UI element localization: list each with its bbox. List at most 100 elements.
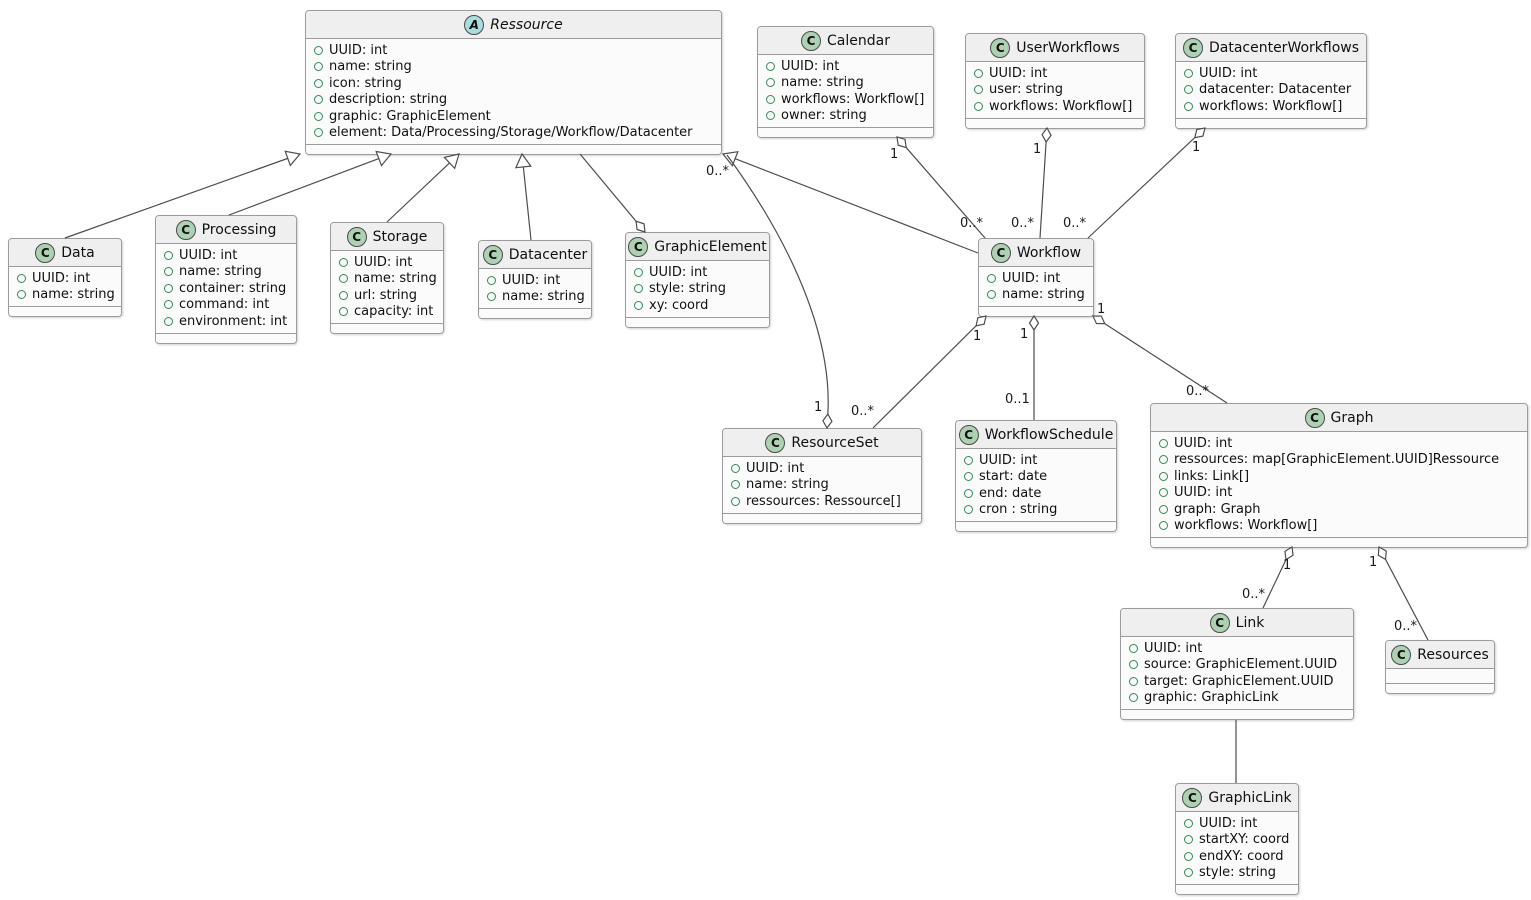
attribute-text: source: GraphicElement.UUID	[1144, 657, 1338, 673]
class-stereotype-icon: C	[1209, 612, 1230, 633]
attribute-text: icon: string	[329, 75, 402, 91]
attribute-row: UUID: int	[728, 460, 913, 477]
attribute-text: url: string	[354, 287, 418, 303]
calendar-aggregates-workflow	[905, 147, 986, 239]
attribute-text: UUID: int	[329, 42, 388, 58]
ressource-graphicelement-aggregation	[579, 153, 637, 222]
field-visibility-icon	[164, 283, 173, 293]
multiplicity-label: 1	[1369, 555, 1377, 570]
attribute-text: element: Data/Processing/Storage/Workflo…	[329, 125, 693, 141]
attribute-text: workflows: Workflow[]	[989, 98, 1133, 114]
multiplicity-label: 0..*	[851, 404, 875, 419]
attribute-text: ressources: Ressource[]	[746, 493, 901, 509]
field-visibility-icon	[1159, 488, 1168, 498]
field-visibility-icon	[314, 62, 323, 72]
field-visibility-icon	[487, 275, 496, 285]
multiplicity-label: 0..*	[1242, 587, 1266, 602]
field-visibility-icon	[1184, 85, 1193, 95]
multiplicity-label: 0..*	[1186, 384, 1210, 399]
attribute-row: name: string	[311, 59, 713, 76]
field-visibility-icon	[1159, 471, 1168, 481]
aggregation-diamond-icon	[1193, 127, 1206, 139]
class-name: Resources	[1417, 646, 1489, 663]
aggregation-diamond-icon	[896, 136, 907, 149]
attribute-text: workflows: Workflow[]	[1174, 518, 1318, 534]
attribute-row: xy: coord	[631, 297, 761, 314]
attribute-text: ressources: map[GraphicElement.UUID]Ress…	[1174, 452, 1500, 468]
methods-compartment	[1151, 537, 1527, 547]
attribute-text: name: string	[354, 271, 437, 287]
attribute-text: end: date	[979, 485, 1042, 501]
multiplicity-label: 0..*	[1063, 216, 1087, 231]
field-visibility-icon	[1184, 868, 1193, 878]
methods-compartment	[1176, 117, 1366, 128]
class-stereotype-icon: C	[175, 219, 196, 240]
class-name: WorkflowSchedule	[984, 426, 1114, 443]
class-name: Link	[1235, 614, 1265, 631]
attribute-row: icon: string	[311, 75, 713, 92]
attribute-row: container: string	[161, 280, 288, 297]
field-visibility-icon	[1184, 101, 1193, 111]
attribute-row: UUID: int	[1181, 65, 1358, 82]
attribute-row: UUID: int	[763, 58, 925, 75]
class-stereotype-icon: C	[1182, 787, 1203, 808]
class-name: Calendar	[827, 32, 890, 49]
field-visibility-icon	[974, 101, 983, 111]
multiplicity-label: 1	[1283, 558, 1291, 573]
class-stereotype-icon: C	[990, 37, 1011, 58]
field-visibility-icon	[766, 78, 775, 88]
multiplicity-label: 1	[1033, 142, 1041, 157]
field-visibility-icon	[17, 290, 26, 300]
aggregation-diamond-icon	[1284, 545, 1294, 561]
class-name: GraphicLink	[1208, 789, 1292, 806]
processing-extends-ressource	[228, 158, 380, 216]
field-visibility-icon	[1129, 660, 1138, 670]
attribute-text: name: string	[179, 264, 262, 280]
attribute-text: UUID: int	[32, 270, 91, 286]
attribute-text: target: GraphicElement.UUID	[1144, 673, 1334, 689]
attribute-row: ressources: map[GraphicElement.UUID]Ress…	[1156, 452, 1519, 469]
field-visibility-icon	[731, 496, 740, 506]
attribute-text: UUID: int	[354, 254, 413, 270]
attributes-compartment: UUID: int ressources: map[GraphicElement.…	[1151, 432, 1527, 537]
attribute-row: UUID: int	[1156, 485, 1519, 502]
attribute-row: UUID: int	[484, 272, 583, 289]
attribute-text: UUID: int	[1174, 485, 1233, 501]
field-visibility-icon	[731, 480, 740, 490]
class-stereotype-icon: C	[801, 30, 822, 51]
attribute-row: UUID: int	[631, 264, 761, 281]
methods-compartment	[723, 512, 921, 523]
attribute-text: description: string	[329, 92, 448, 108]
abstract-stereotype-icon: A	[464, 14, 485, 35]
field-visibility-icon	[1159, 438, 1168, 448]
field-visibility-icon	[766, 94, 775, 104]
generalization-arrow-icon	[443, 153, 460, 170]
attribute-text: cron : string	[979, 502, 1058, 518]
attribute-row: UUID: int	[984, 270, 1085, 287]
attribute-row: UUID: int	[161, 247, 288, 264]
attribute-text: style: string	[649, 281, 727, 297]
class-name: Data	[61, 244, 95, 261]
field-visibility-icon	[1184, 68, 1193, 78]
attribute-text: name: string	[329, 59, 412, 75]
attribute-text: graph: Graph	[1174, 501, 1261, 517]
attribute-row: UUID: int	[1181, 815, 1290, 832]
attribute-row: name: string	[484, 289, 585, 306]
attribute-text: UUID: int	[1144, 640, 1203, 656]
methods-compartment	[956, 521, 1116, 531]
methods-compartment	[479, 308, 591, 318]
attribute-text: name: string	[1002, 287, 1085, 303]
attribute-text: name: string	[502, 289, 585, 305]
